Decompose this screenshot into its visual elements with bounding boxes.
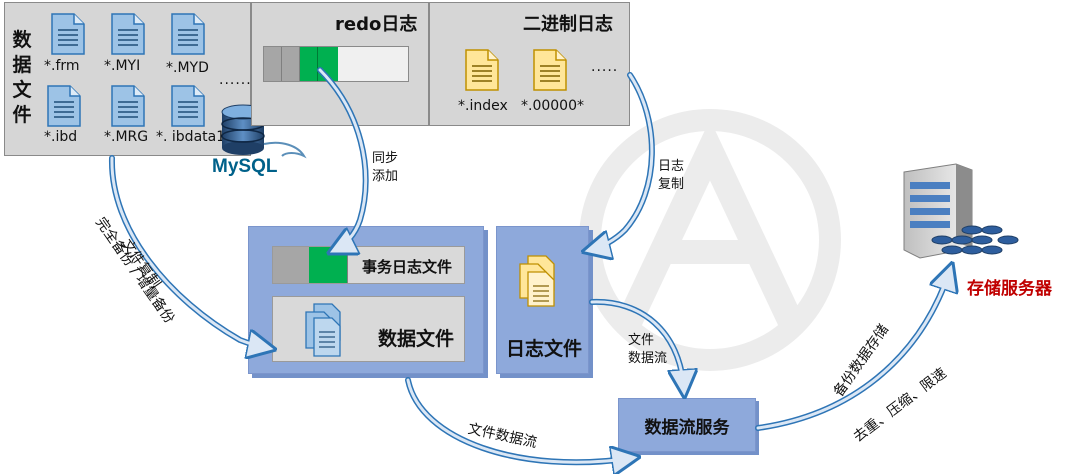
file-myd-icon bbox=[171, 13, 205, 55]
data-stream-service-label: 数据流服务 bbox=[644, 417, 730, 438]
file-label: *.ibd bbox=[44, 129, 78, 145]
log-files-label: 日志文件 bbox=[506, 338, 583, 360]
file-label: *. ibdata1 bbox=[156, 129, 226, 145]
storage-server-icon bbox=[903, 163, 1019, 259]
file-label: *.frm bbox=[44, 58, 80, 74]
file-index-icon bbox=[465, 49, 499, 91]
sync-add-label: 同步添加 bbox=[372, 151, 399, 184]
file-label: *.MYD bbox=[166, 60, 209, 76]
file-stream-small-label: 文件数据流 bbox=[628, 333, 668, 366]
redo-log-buffer bbox=[263, 46, 409, 82]
file-binlog-icon bbox=[533, 49, 567, 91]
data-files-vertical-title: 数 据 文 件 bbox=[12, 29, 32, 126]
file-ibdata-icon bbox=[171, 85, 205, 127]
documents-stack-icon bbox=[305, 303, 341, 357]
more-binlog-ellipsis: ..... bbox=[591, 59, 619, 75]
data-files-label: 数据文件 bbox=[378, 328, 455, 350]
backup-store-arrow bbox=[755, 270, 950, 431]
file-stream-arrow bbox=[405, 377, 632, 462]
file-mrg-icon bbox=[111, 85, 145, 127]
file-frm-icon bbox=[51, 13, 85, 55]
transaction-log-file-box bbox=[272, 246, 465, 284]
more-files-ellipsis: ...... bbox=[219, 72, 252, 88]
redo-log-title: redo日志 bbox=[335, 14, 418, 35]
binary-log-title: 二进制日志 bbox=[523, 14, 613, 35]
log-copy-label: 日志复制 bbox=[658, 159, 685, 192]
file-myi-icon bbox=[111, 13, 145, 55]
file-label: *.MYI bbox=[104, 58, 141, 74]
transaction-log-file-label: 事务日志文件 bbox=[362, 258, 453, 276]
mysql-logo-text: MySQL bbox=[212, 156, 278, 176]
file-label: *.MRG bbox=[104, 129, 149, 145]
mysql-logo: MySQL bbox=[212, 141, 307, 176]
binary-log-panel bbox=[429, 2, 630, 126]
storage-server-label: 存储服务器 bbox=[967, 279, 1052, 299]
data-files-box bbox=[272, 296, 465, 362]
log-documents-icon bbox=[519, 255, 555, 307]
file-label: *.index bbox=[458, 98, 508, 114]
file-ibd-icon bbox=[47, 85, 81, 127]
file-label: *.00000* bbox=[521, 98, 584, 114]
